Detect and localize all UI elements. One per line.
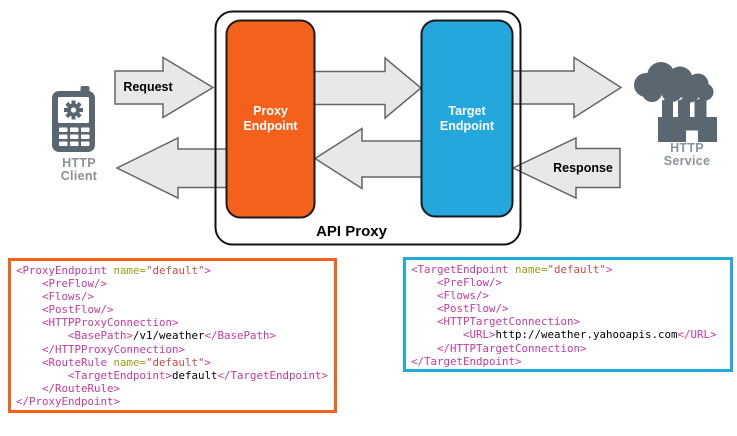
target-endpoint-label: Target Endpoint	[439, 104, 495, 133]
target-endpoint-box	[420, 19, 514, 218]
arrow-icon-target-to-service	[504, 56, 623, 119]
http-service-label: HTTP Service	[663, 141, 711, 168]
proxy-endpoint-code-block: <ProxyEndpoint name="default"> <PreFlow/…	[8, 258, 337, 413]
response-label: Response	[553, 161, 613, 175]
arrow-icon-proxy-to-target	[304, 56, 423, 120]
gear-icon	[64, 100, 83, 120]
api-proxy-label: API Proxy	[316, 223, 387, 240]
http-client-label: HTTP Client	[60, 156, 98, 183]
arrow-icon-proxy-to-client	[115, 136, 241, 200]
smoke-cloud-icon	[634, 62, 714, 103]
proxy-endpoint-box	[225, 19, 316, 219]
factory-building	[658, 96, 717, 142]
arrow-icon-response	[511, 136, 621, 200]
mobile-client-icon	[52, 86, 95, 152]
arrow-icon-request	[114, 56, 215, 119]
keypad	[59, 127, 90, 146]
factory-service-icon	[634, 62, 717, 142]
api-proxy-container-box	[214, 10, 522, 246]
request-label: Request	[123, 80, 173, 94]
target-endpoint-code-block: <TargetEndpoint name="default"> <PreFlow…	[403, 257, 733, 372]
proxy-endpoint-label: Proxy Endpoint	[243, 104, 298, 133]
flow-diagram-canvas	[52, 10, 717, 246]
